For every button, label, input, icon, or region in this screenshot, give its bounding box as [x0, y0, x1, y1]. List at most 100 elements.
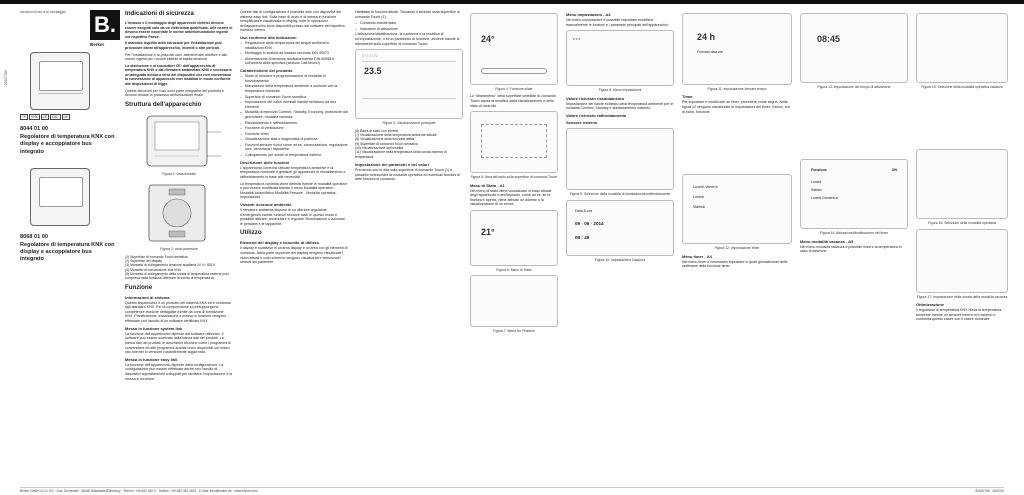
- product-1-number: 8044 01 00: [20, 126, 48, 133]
- system-info-heading: Informazioni di sistema: [125, 294, 170, 300]
- time-value[interactable]: 08 : 45: [575, 234, 590, 240]
- figure-6-caption: Figura 6: Menu di Stato: [496, 267, 532, 272]
- day-item[interactable]: Lunedì-Domenica: [811, 196, 838, 201]
- feature-item: Funzione di ventilazione: [240, 126, 348, 131]
- cool-value-heading: Valore richiesto raffreddamento: [566, 112, 627, 118]
- safety-text-5: Queste istruzioni per l'uso sono parte i…: [125, 88, 225, 98]
- variants-heading: Varianti ricezione ambiente: [240, 201, 292, 207]
- display-elements-heading: Elementi del display e concetto di utili…: [240, 240, 319, 246]
- day-item[interactable]: Sabato: [811, 188, 822, 193]
- feature-item: Visualizzazione stati e diagnostica di p…: [240, 137, 348, 142]
- badge-ce: CE: [40, 114, 50, 121]
- activation-item: Comando tramite tasto: [355, 21, 463, 26]
- figure-16-caption: Figura 16: Selezione della modalità oper…: [928, 221, 996, 226]
- product-2-number: 8068 01 00: [20, 233, 48, 240]
- figure-15: [916, 13, 1008, 83]
- status-bar: ◻ ◻ ◻ ◻ ◻: [362, 53, 456, 63]
- feature-item: Modo di funzione e programmazione di mod…: [240, 74, 348, 83]
- settings-heading: Impostazione dei parametri e dei valori: [355, 162, 429, 168]
- figure-3-caption: Figura 3: Visualizzazione principale: [382, 121, 436, 126]
- figure-13-caption: Figura 13: Impostazione del tempo di att…: [817, 85, 891, 89]
- settings-list: ≡ ≡ ≡: [573, 37, 581, 42]
- vacation-menu-text: Nel menu modalità vacanza è possibile ri…: [800, 244, 902, 254]
- figure-4: 24°: [470, 13, 558, 85]
- timer-menu-text: Nel menu timer è necessario impostare le…: [682, 259, 788, 269]
- menu-column: 24° Figura 4: Funzione slider Lo "sfiora…: [470, 10, 558, 478]
- top-border: [0, 0, 1024, 4]
- berker-logo: B.: [90, 10, 120, 40]
- feature-item: Riscaldamento e raffreddamento: [240, 121, 348, 126]
- safety-text-1: L'incasso e il montaggio degli apparecch…: [125, 20, 233, 39]
- legend-item: (5) Morsetto di collegamento della sonda…: [125, 271, 230, 281]
- timer-item[interactable]: Martedì: [693, 205, 706, 210]
- language-title: Istruzioni d'uso e di montaggio: [20, 10, 66, 14]
- touch-text: L'attivazione/disattivazione, la conferm…: [355, 32, 460, 46]
- badge-knx: KNX: [29, 114, 40, 121]
- use-item: Regolazione della temperatura dei singol…: [240, 41, 348, 50]
- system-info-text: Questo apparecchio è un prodotto del sis…: [125, 300, 231, 324]
- product-2-title: Regolatore di temperatura KNX con displa…: [20, 241, 115, 263]
- day-item[interactable]: Lunedì: [811, 180, 822, 185]
- touch-area: [362, 98, 456, 112]
- figure-15-caption: Figura 15: Selezione della modalità oper…: [921, 85, 1003, 89]
- figure-5: [470, 111, 558, 174]
- legend-item: (11) Visualizzazione della temperatura d…: [355, 150, 447, 159]
- slider-track[interactable]: [481, 68, 547, 74]
- function-desc-text-2: La temperatura richiesta viene definita …: [240, 181, 348, 200]
- timer-item[interactable]: Lunedì: [693, 195, 704, 200]
- figure-10-caption: Figura 10: Impostazione Data/ora: [594, 257, 646, 262]
- figure-4-caption: Figura 4: Funzione slider: [495, 87, 533, 91]
- system-link-text: La funzione dell'apparecchio dipende dal…: [125, 331, 232, 355]
- figure-7-caption: Figura 7: Menu No Problem: [493, 329, 535, 334]
- intro-text: Queste fasi di configurazione è possibil…: [240, 10, 345, 33]
- figure-8: ≡ ≡ ≡: [566, 30, 674, 87]
- legend-item: (10) Visualizzazione dell'umidità: [355, 145, 404, 150]
- figure-1-caption: Figura 1: vista frontale: [162, 171, 196, 176]
- figure-6: 21°: [470, 209, 558, 266]
- legend-item: (1) Superficie di comando Touch sensitiv…: [125, 254, 188, 259]
- figure-14-caption: Figura 14: Attivazione/disattivazione de…: [819, 231, 889, 236]
- feature-item: Collegamento per sonde di temperatura es…: [240, 153, 348, 158]
- feature-item: Superficie di comando Touch sensitiva: [240, 95, 348, 100]
- safety-text-2: Il mancato rispetto delle istruzioni per…: [125, 41, 222, 50]
- page-footer: Berker GmbH & Co. KG · Zum Gunterstal · …: [20, 486, 1004, 493]
- date-value[interactable]: 09 · 06 · 2014: [575, 220, 604, 226]
- slider-text: Lo "sfioramento" della superficie sensib…: [470, 94, 556, 108]
- figure-12-caption: Figura 12: Impostazione timer: [714, 246, 760, 251]
- display-elements-text: Il display è suddiviso in un'area displa…: [240, 246, 348, 265]
- function-desc-heading: Descrizione delle funzioni: [240, 159, 290, 165]
- function-heading: Funzione: [125, 283, 153, 291]
- timer-menu-heading: Menu timer - A4: [682, 253, 712, 259]
- legend-item: (6) Barra di stato con simboli: [355, 128, 399, 133]
- badge-tp: TP: [20, 114, 29, 121]
- figure-8-caption: Figura 8: Menu impostazioni: [598, 88, 642, 93]
- footer-code: 82600766 · 06/2020: [975, 488, 1004, 493]
- status-menu-text: Nel menu di stato viene visualizzato lo …: [470, 188, 552, 207]
- legend-item: (8) Visualizzazione della funzione attiv…: [355, 137, 415, 142]
- figure-5-caption: Figura 5: Area del tasto sulla superfici…: [470, 175, 558, 180]
- legend-item: (3) Morsetto di collegamento tensione au…: [125, 263, 216, 268]
- cover-column: Istruzioni d'uso e di montaggio: [20, 10, 112, 14]
- figure-16: [916, 149, 1008, 220]
- on-toggle[interactable]: ON: [891, 168, 897, 173]
- structure-heading: Struttura dell'apparecchio: [125, 100, 202, 108]
- feature-item: Modalità di esercizio Comfort, Standby, …: [240, 110, 348, 119]
- feature-item: Funzioni sensore fuoco come ad es. commu…: [240, 143, 348, 152]
- badge-uk: UK: [61, 114, 71, 121]
- safety-column: Indicazioni di sicurezza L'incasso e il …: [125, 10, 233, 478]
- figure-13: 08:45: [800, 13, 908, 83]
- settings-menu-text: Nel menu impostazioni è possibile impost…: [566, 18, 669, 27]
- timer-item[interactable]: Lunedì-Venerdì: [693, 185, 718, 190]
- footer-address: Berker GmbH & Co. KG · Zum Gunterstal · …: [20, 488, 258, 493]
- usage-heading: Utilizzo: [240, 229, 262, 237]
- safety-heading: Indicazioni di sicurezza: [125, 10, 194, 17]
- figure-9-caption: Figura 9: Selezione della modalità di ri…: [569, 192, 671, 197]
- feature-item: Funzione timer: [240, 132, 348, 137]
- room-temperature: 23.5: [364, 66, 382, 77]
- time-format-value[interactable]: 24 h: [697, 32, 716, 42]
- heat-value-heading: Valore richiesto riscaldamento: [566, 95, 625, 101]
- settings-text: Premendo con le dita sulla superficie di…: [355, 168, 461, 182]
- figure-3: ◻ ◻ ◻ ◻ ◻ 23.5: [355, 49, 463, 120]
- use-item: Alimentazione di tensione ausiliaria tra…: [240, 57, 348, 66]
